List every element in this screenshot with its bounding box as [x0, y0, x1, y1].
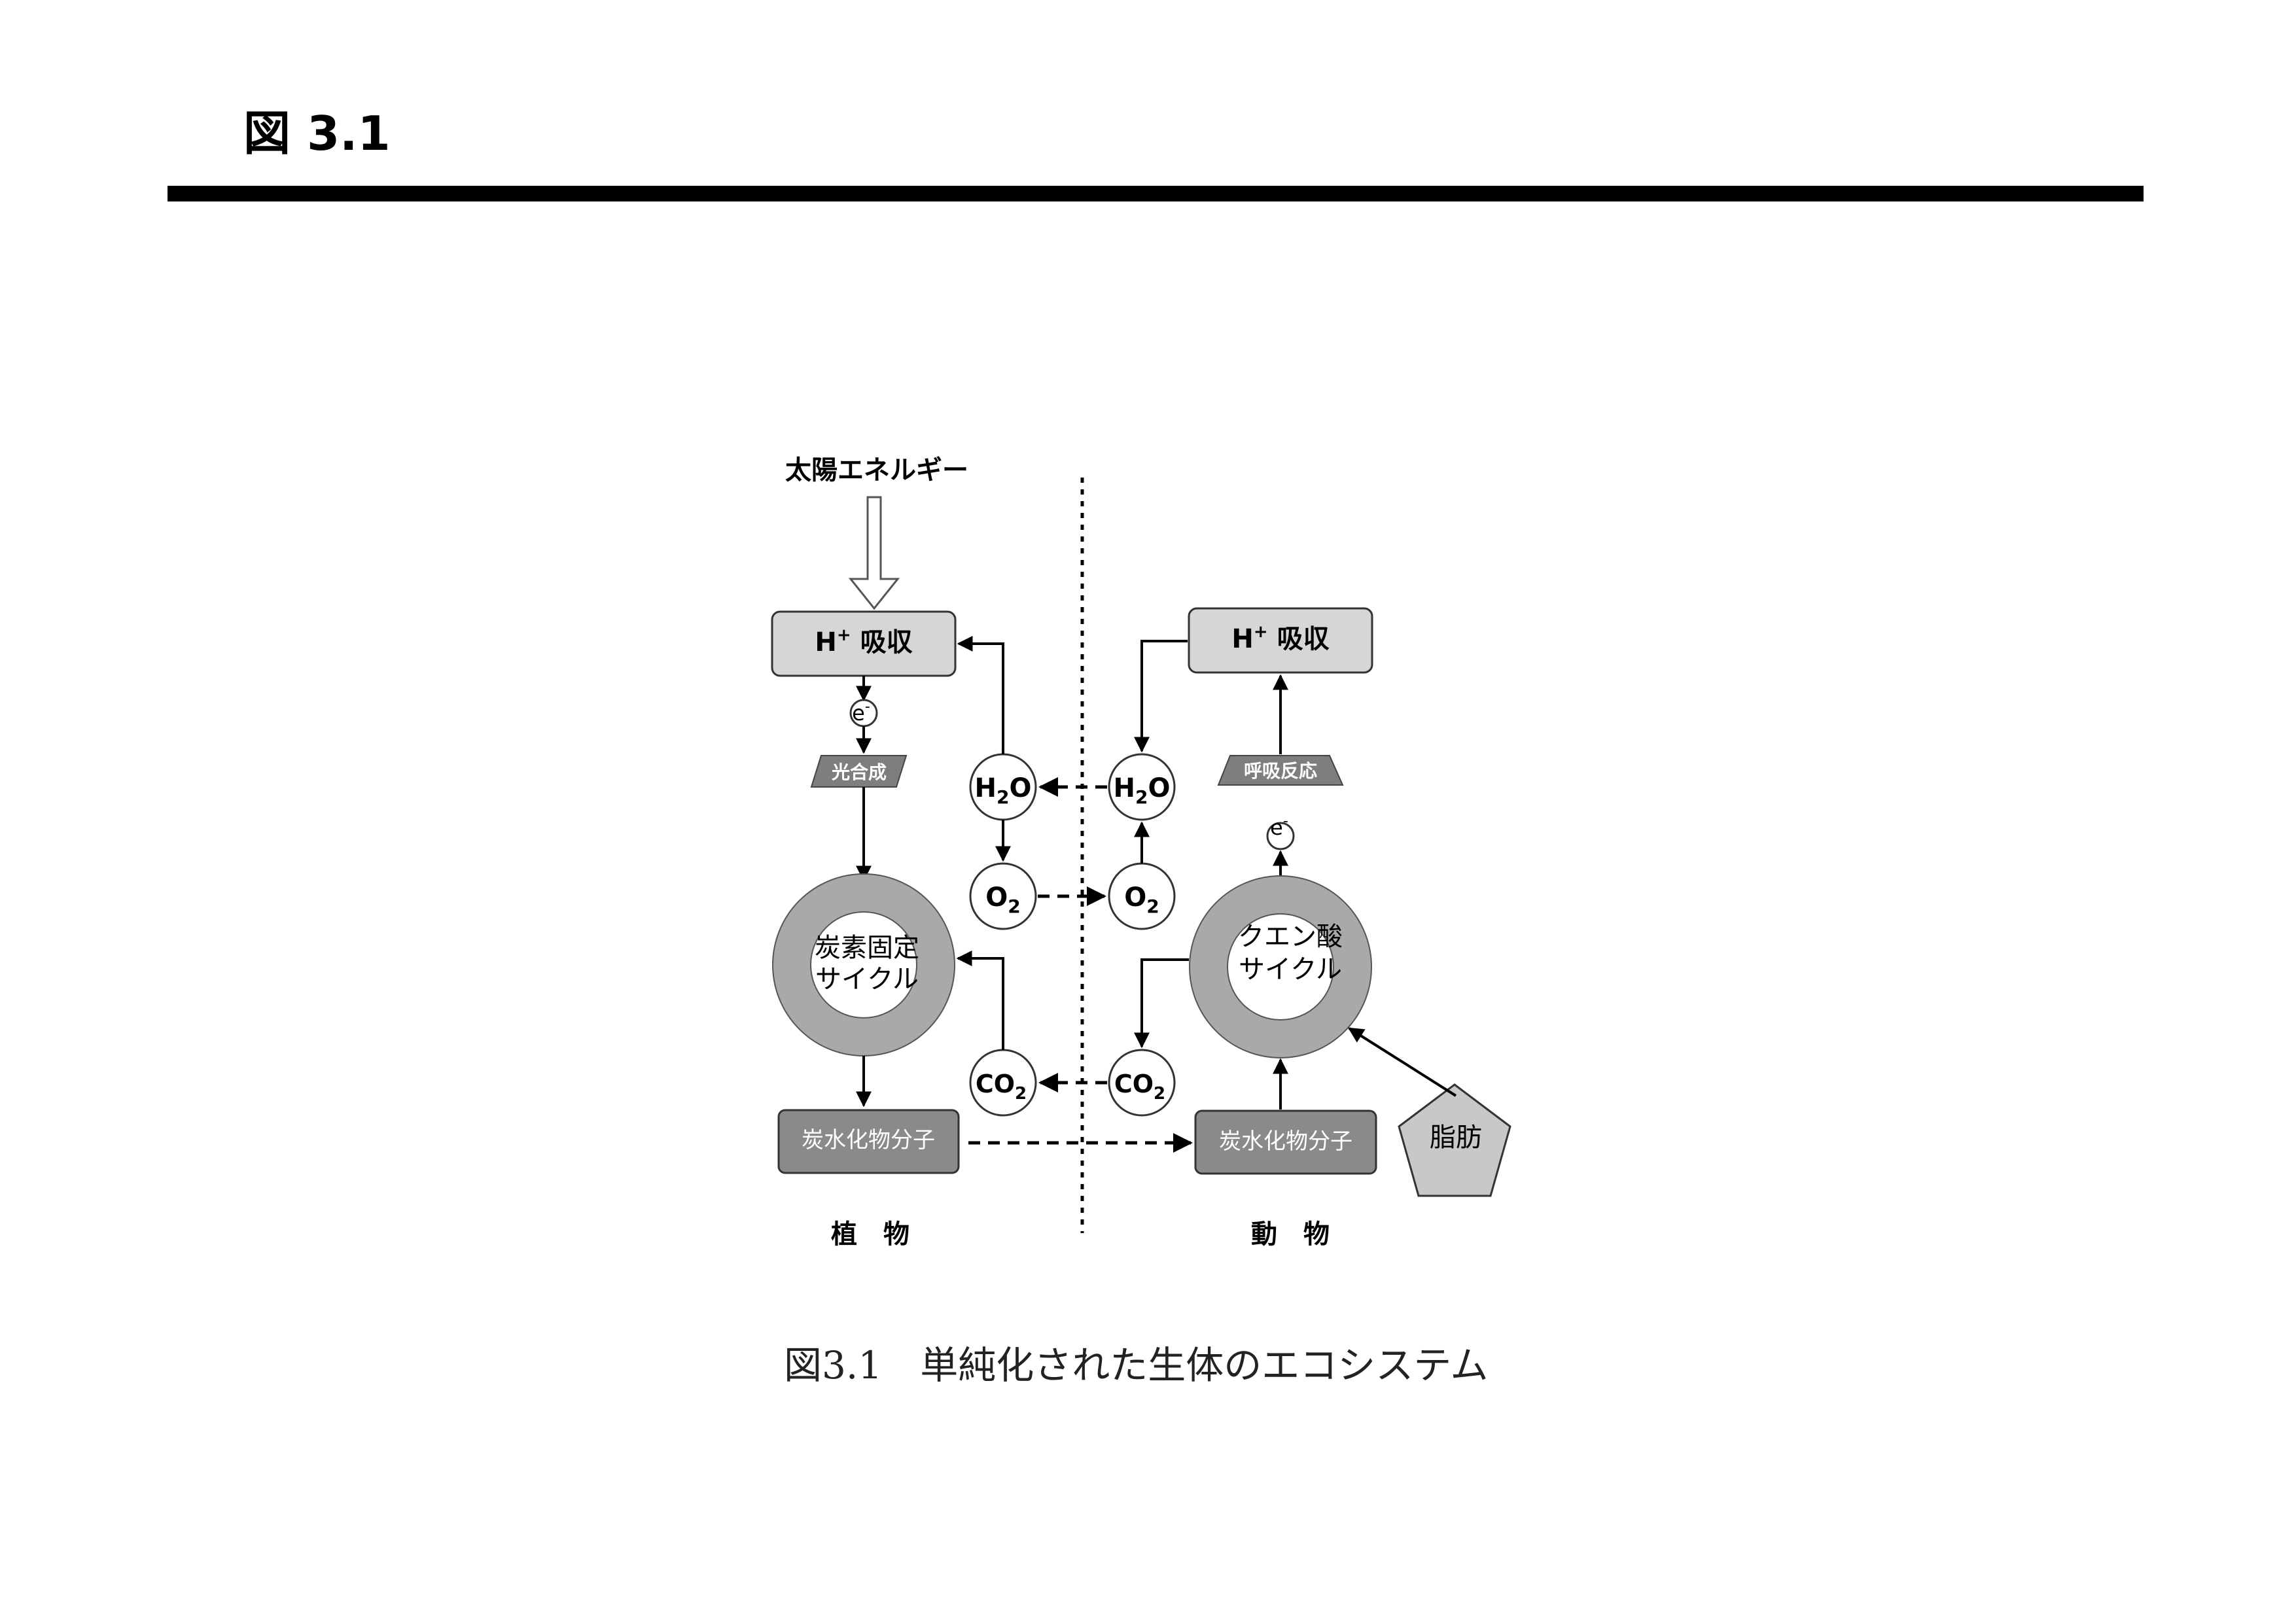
arrow-fat-to-citric-cycle: [1347, 1027, 1457, 1097]
animal-electron-circle: [1266, 822, 1295, 850]
carbon-fixation-cycle-inner: [810, 911, 917, 1019]
sun-arrow: [848, 496, 900, 610]
header-rule: [168, 186, 2144, 201]
animal-h-absorb-box: [1188, 607, 1373, 674]
citric-acid-cycle-inner: [1227, 913, 1334, 1021]
plant-co2-label: CO2: [976, 1070, 1027, 1104]
respiration-label: 呼吸反応: [1244, 760, 1317, 782]
animal-h2o-label: H2O: [1114, 773, 1171, 808]
plant-h2o-label: H2O: [975, 773, 1032, 808]
sun-energy-label: 太陽エネルギー: [785, 455, 968, 485]
plant-carbohydrate-box: [777, 1109, 960, 1174]
respiration-trapezoid: [1217, 755, 1344, 786]
plant-label: 植 物: [831, 1219, 910, 1249]
carbon-fixation-cycle-label-2: サイクル: [815, 964, 919, 994]
figure-caption: 図3.1 単純化された生体のエコシステム: [784, 1343, 1489, 1387]
photosynthesis-trapezoid: [810, 755, 908, 788]
citric-acid-cycle-label-1: クエン酸: [1238, 922, 1343, 952]
animal-co2-label: CO2: [1114, 1070, 1165, 1104]
plant-electron-label: e-: [852, 699, 870, 725]
fat-label: 脂肪: [1430, 1123, 1482, 1153]
plant-h-absorb-label: H+ 吸収: [815, 625, 912, 657]
page-title: 図 3.1: [243, 106, 391, 161]
arrow-co2-to-plant-cycle: [956, 951, 1004, 1050]
plant-carbohydrate-label: 炭水化物分子: [802, 1127, 935, 1153]
animal-label: 動 物: [1251, 1219, 1330, 1249]
plant-o2-label: O2: [985, 882, 1021, 917]
animal-h2o-circle: [1108, 753, 1176, 821]
carbon-fixation-cycle-ring: [773, 874, 955, 1056]
animal-carbohydrate-label: 炭水化物分子: [1219, 1128, 1352, 1155]
photosynthesis-label: 光合成: [831, 761, 887, 783]
animal-carbohydrate-box: [1194, 1109, 1377, 1175]
carbon-fixation-cycle-label-1: 炭素固定: [815, 933, 919, 963]
arrow-animal-cycle-to-co2: [1134, 958, 1189, 1049]
fat-pentagon: [1398, 1083, 1511, 1197]
citric-acid-cycle-ring: [1190, 876, 1371, 1058]
arrow-h2o-to-plant-h-absorb: [957, 636, 1004, 754]
plant-o2-circle: [969, 862, 1037, 930]
animal-co2-circle: [1108, 1049, 1176, 1117]
citric-acid-cycle-outline: [1189, 875, 1372, 1058]
animal-o2-label: O2: [1124, 882, 1159, 917]
citric-acid-cycle-label-2: サイクル: [1239, 954, 1342, 985]
animal-electron-label: e-: [1270, 813, 1288, 840]
animal-h-absorb-label: H+ 吸収: [1231, 622, 1329, 654]
arrow-animal-h-absorb-to-h2o: [1134, 640, 1188, 753]
